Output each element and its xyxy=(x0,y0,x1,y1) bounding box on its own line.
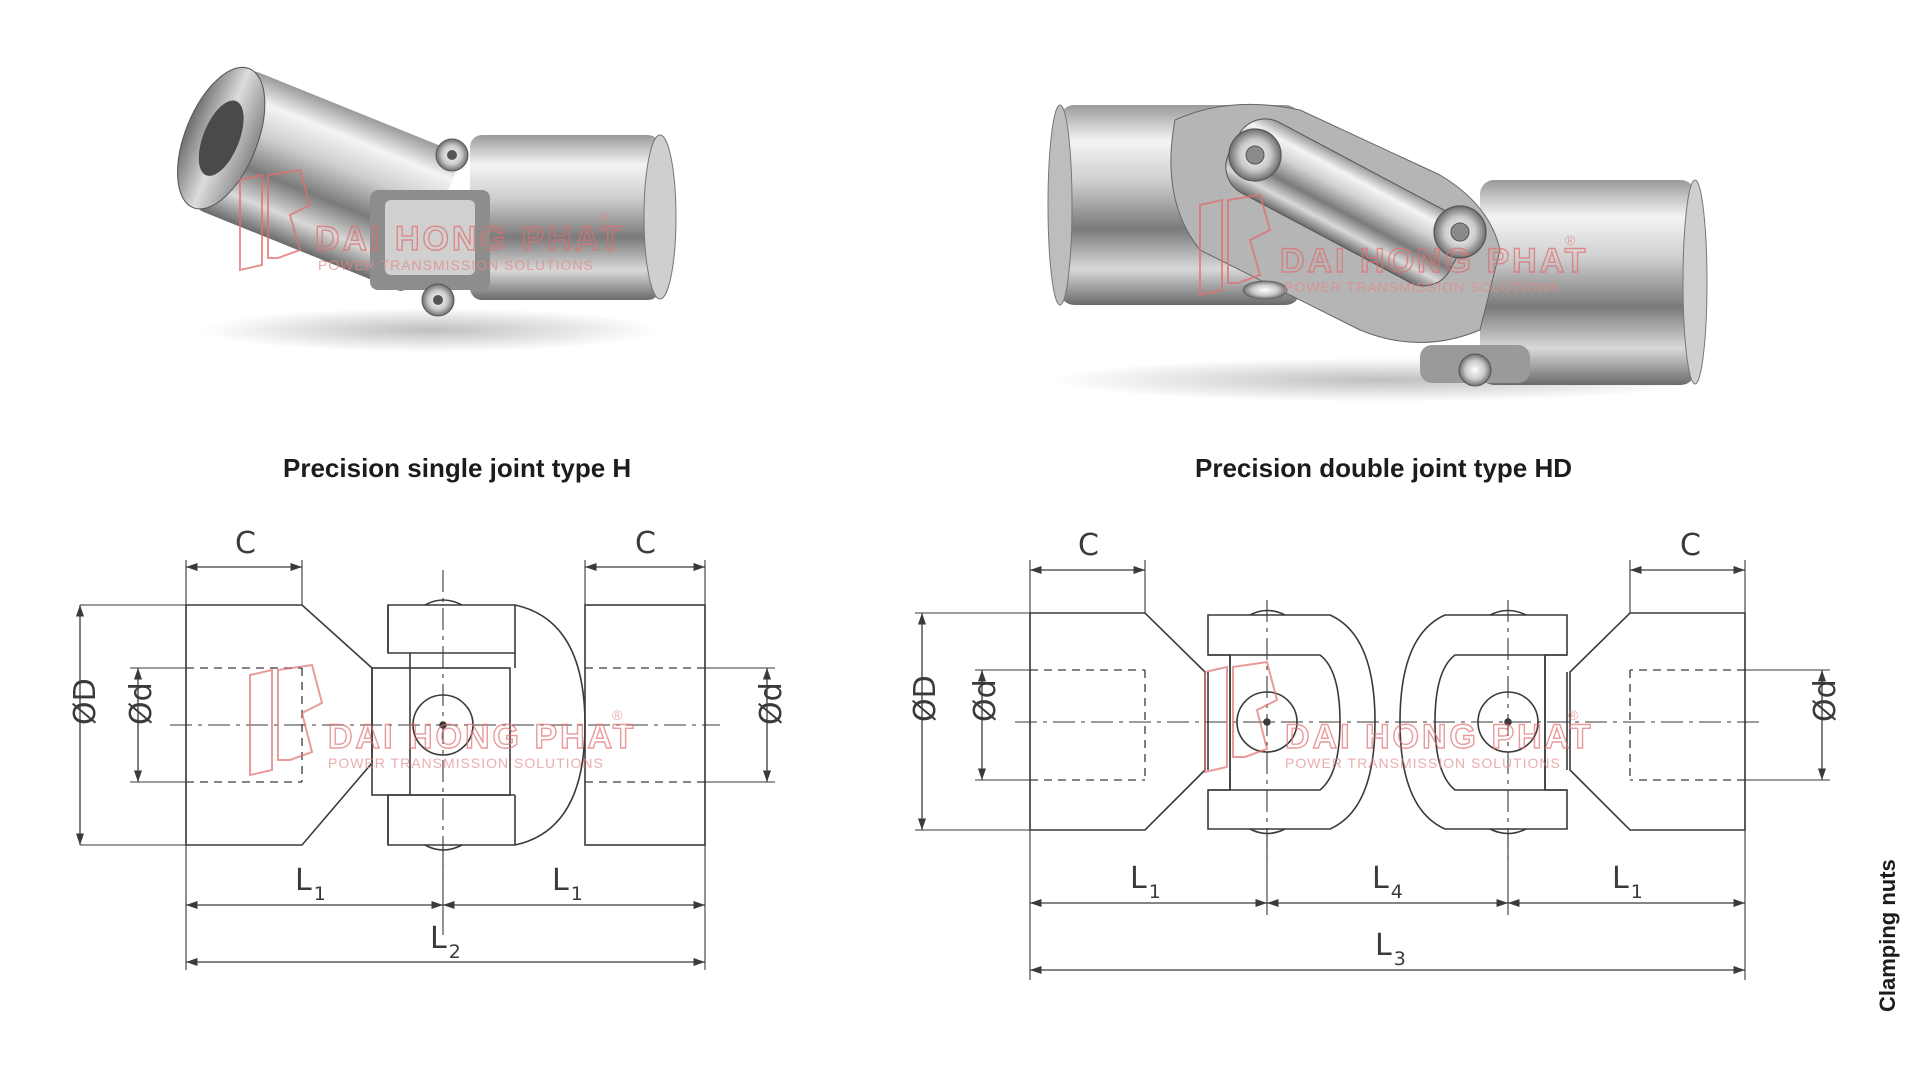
watermark-drawing-1: DAI HONG PHAT POWER TRANSMISSION SOLUTIO… xyxy=(249,663,636,777)
left-yoke-outline xyxy=(1207,614,1376,830)
label-c-right: C xyxy=(635,526,656,561)
label-c-left: C xyxy=(235,526,256,561)
label2-c-left: C xyxy=(1078,528,1099,563)
label2-c-right: C xyxy=(1680,528,1701,563)
single-joint-drawing xyxy=(75,560,775,970)
svg-text:DAI HONG PHAT: DAI HONG PHAT xyxy=(328,718,636,756)
label2-bore-left: Ød xyxy=(968,679,1003,722)
svg-text:DAI HONG PHAT: DAI HONG PHAT xyxy=(1280,242,1588,280)
svg-text:DAI HONG PHAT: DAI HONG PHAT xyxy=(315,220,623,258)
svg-text:®: ® xyxy=(598,209,609,225)
double-joint-photo xyxy=(1047,103,1710,402)
label2-od: ØD xyxy=(908,675,943,722)
right-yoke-outline xyxy=(1399,614,1568,830)
svg-text:POWER TRANSMISSION SOLUTIONS: POWER TRANSMISSION SOLUTIONS xyxy=(318,257,594,273)
side-label-clamping-nuts: Clamping nuts xyxy=(1875,859,1900,1012)
caption-double-joint: Precision double joint type HD xyxy=(1195,453,1573,483)
watermark-drawing-2: DAI HONG PHAT POWER TRANSMISSION SOLUTIO… xyxy=(1204,660,1593,774)
svg-text:POWER TRANSMISSION SOLUTIONS: POWER TRANSMISSION SOLUTIONS xyxy=(1285,755,1561,771)
label-bore-right: Ød xyxy=(754,682,789,725)
svg-text:POWER TRANSMISSION SOLUTIONS: POWER TRANSMISSION SOLUTIONS xyxy=(328,755,604,771)
svg-text:POWER TRANSMISSION SOLUTIONS: POWER TRANSMISSION SOLUTIONS xyxy=(1284,279,1560,295)
double-joint-drawing xyxy=(915,560,1830,980)
caption-single-joint: Precision single joint type H xyxy=(283,453,632,483)
label-bore-left: Ød xyxy=(124,682,159,725)
watermark-photo-2: DAI HONG PHAT POWER TRANSMISSION SOLUTIO… xyxy=(1199,193,1588,297)
single-joint-photo xyxy=(177,66,677,352)
svg-text:®: ® xyxy=(1568,707,1579,723)
watermark-logo-icon xyxy=(1204,660,1279,774)
svg-text:®: ® xyxy=(1565,232,1576,248)
label-od: ØD xyxy=(68,678,103,725)
watermark-logo-icon xyxy=(249,663,324,777)
svg-text:DAI HONG PHAT: DAI HONG PHAT xyxy=(1285,718,1593,756)
watermark-logo-icon xyxy=(239,168,312,272)
svg-text:®: ® xyxy=(612,707,623,723)
watermark-logo-icon xyxy=(1199,193,1272,297)
label2-bore-right: Ød xyxy=(1808,679,1843,722)
watermark-photo-1: DAI HONG PHAT POWER TRANSMISSION SOLUTIO… xyxy=(239,168,623,273)
